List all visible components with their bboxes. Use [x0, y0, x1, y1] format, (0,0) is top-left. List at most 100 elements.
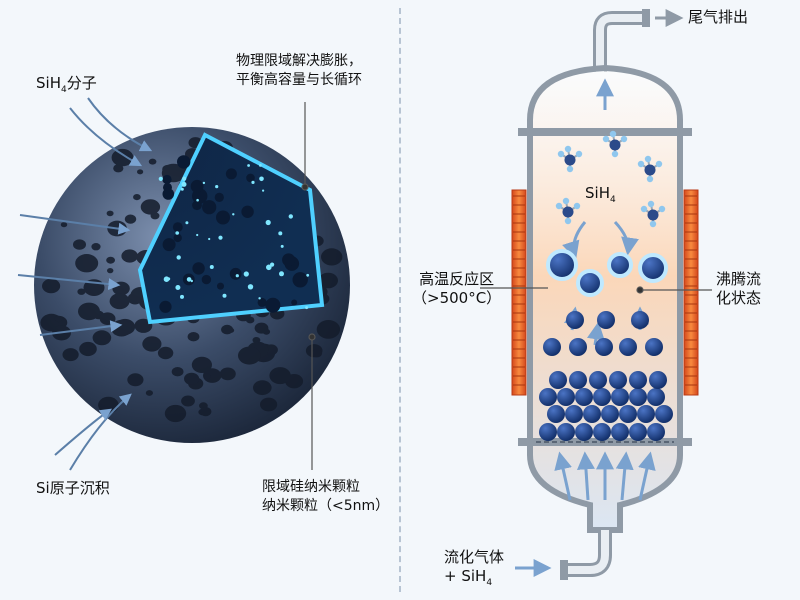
confinement-note: 物理限域解决膨胀， 平衡高容量与长循环: [236, 53, 362, 88]
sih4-molecule: [557, 145, 583, 173]
glow-dot: [262, 189, 265, 192]
inner-pore: [265, 297, 281, 313]
glow-dot: [208, 237, 211, 241]
zone-label: 高温反应区 （>500°C）: [412, 270, 502, 307]
glow-dot: [266, 264, 272, 271]
inner-pore: [159, 300, 172, 313]
inner-pore: [173, 233, 182, 243]
glow-dot: [158, 176, 163, 181]
pore: [134, 318, 153, 333]
inner-pore: [216, 210, 230, 225]
inner-pore: [292, 272, 308, 288]
pore: [181, 395, 195, 407]
deposition-label: Si原子沉积: [36, 479, 110, 497]
inner-pore: [177, 155, 191, 169]
pore: [78, 302, 100, 321]
glow-dot: [265, 219, 271, 226]
inner-pore: [217, 282, 224, 290]
pore: [124, 214, 137, 224]
inner-pore: [214, 192, 224, 202]
reactor-leader-lines: [480, 286, 712, 294]
glow-dot: [243, 271, 249, 277]
glow-dot: [190, 279, 193, 283]
pore: [262, 328, 271, 335]
pore: [75, 254, 99, 273]
glow-dot: [186, 277, 192, 282]
fluid-state-label: 沸腾流 化状态: [716, 270, 762, 307]
pore: [73, 239, 86, 250]
pore: [316, 320, 341, 339]
pore: [92, 330, 112, 346]
inner-pore: [201, 274, 212, 285]
pore: [204, 373, 211, 379]
inner-pore: [257, 297, 267, 307]
pore: [164, 404, 187, 423]
bed-particle: [629, 371, 647, 389]
inner-pore: [190, 179, 204, 193]
glow-dot: [247, 284, 254, 290]
pore: [62, 348, 79, 362]
bed-particle: [589, 371, 607, 389]
bed-particle: [575, 388, 593, 406]
bed-particle: [547, 405, 565, 423]
inner-pore: [291, 299, 298, 306]
glow-dot: [288, 214, 293, 219]
bed-particle: [619, 405, 637, 423]
glow-dot: [259, 164, 262, 167]
bed-particle: [593, 423, 611, 441]
glow-dot: [280, 244, 284, 248]
bed-particle: [597, 311, 615, 329]
bed-particle: [593, 388, 611, 406]
pore: [142, 336, 162, 352]
glow-dot: [247, 164, 251, 167]
nanoparticle-note: 限域硅纳米颗粒 纳米颗粒（<5nm）: [262, 479, 390, 514]
glow-dot: [279, 271, 284, 277]
bed-particle: [565, 405, 583, 423]
glow-dot: [209, 265, 214, 269]
pore: [113, 164, 124, 173]
bed-particle: [549, 371, 567, 389]
glow-dot: [185, 221, 189, 225]
pore: [187, 332, 200, 342]
pore: [133, 194, 141, 201]
pore: [77, 288, 86, 295]
bed-particle: [543, 338, 561, 356]
pore: [321, 248, 343, 266]
bed-particle: [575, 423, 593, 441]
porous-silicon-sphere: [34, 127, 350, 443]
inner-pore: [172, 222, 183, 233]
glow-dot: [196, 233, 199, 237]
coated-particles: [546, 249, 668, 297]
pore: [157, 346, 174, 360]
inner-pore: [162, 238, 176, 252]
pore: [260, 397, 278, 412]
inner-pore: [282, 253, 296, 267]
heater-right: [683, 189, 699, 396]
sih4-molecule: [555, 197, 581, 225]
pore: [127, 292, 143, 305]
pore: [79, 341, 97, 357]
pore: [140, 199, 161, 215]
particle-bed: [539, 311, 673, 441]
bed-particle: [619, 338, 637, 356]
pore: [91, 243, 101, 251]
bed-particle: [629, 388, 647, 406]
glow-dot: [181, 181, 187, 187]
bed-particle: [569, 338, 587, 356]
glow-dot: [258, 297, 261, 300]
pore: [221, 324, 234, 335]
pore: [127, 373, 144, 387]
glow-dot: [222, 293, 227, 298]
pore: [184, 372, 200, 385]
pore: [252, 380, 272, 396]
bed-particle: [647, 388, 665, 406]
bed-particle: [649, 371, 667, 389]
glow-dot: [235, 274, 239, 278]
glow-dot: [278, 231, 283, 236]
inlet-label: 流化气体 + SiH4: [444, 548, 505, 588]
panel-divider: [399, 8, 401, 592]
pore: [246, 316, 255, 324]
pore: [137, 169, 144, 175]
